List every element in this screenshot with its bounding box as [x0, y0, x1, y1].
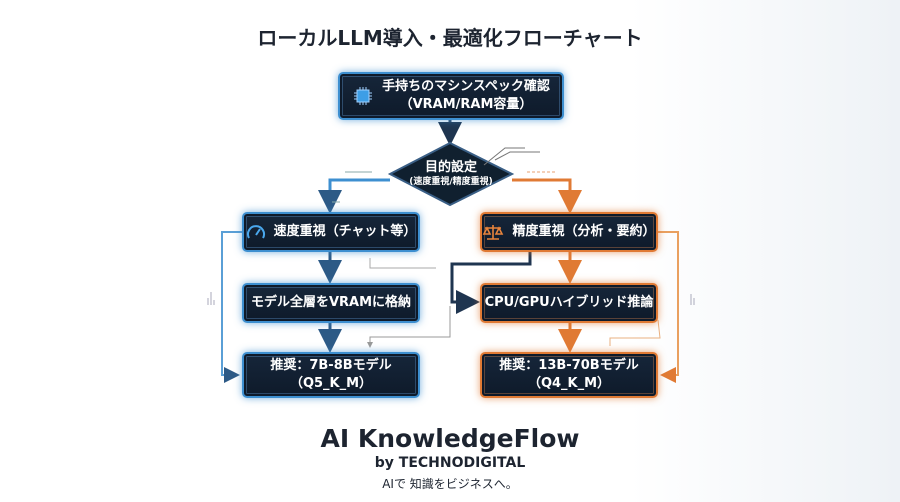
chip-icon [352, 85, 374, 107]
arrow-decision-left [318, 178, 390, 214]
decision-line1: 目的設定 [424, 160, 477, 175]
recommend-large-line1: 推奨：13B-70Bモデル [499, 358, 639, 374]
recommend-large-model-box: 推奨：13B-70Bモデル （Q4_K_M） [480, 352, 658, 398]
brand-byline: by TECHNODIGITAL [374, 455, 526, 471]
arrow-decision-right [512, 178, 582, 214]
decision-label: 目的設定 (速度重視/精度重視) [390, 160, 512, 189]
speedometer-icon [246, 223, 266, 241]
accuracy-priority-label: 精度重視（分析・要約） [512, 224, 656, 240]
start-line1: 手持ちのマシンスペック確認 [382, 79, 550, 95]
hybrid-inference-box: CPU/GPUハイブリッド推論 [480, 283, 658, 323]
page-title: ローカルLLM導入・最適化フローチャート [257, 26, 643, 50]
recommend-large-line2: （Q4_K_M） [527, 376, 611, 391]
arrow-cross-hybrid [450, 252, 532, 314]
vram-full-load-box: モデル全層をVRAMに格納 [242, 283, 420, 323]
brand-tagline: AIで 知識をビジネスへ。 [382, 477, 518, 491]
accuracy-priority-box: 精度重視（分析・要約） [480, 212, 658, 252]
balance-scale-icon [482, 223, 504, 241]
arrow-right-loop [658, 231, 679, 383]
start-box-spec-check: 手持ちのマシンスペック確認 （VRAM/RAM容量） [338, 72, 564, 120]
speed-priority-label: 速度重視（チャット等） [273, 224, 417, 240]
start-line2: （VRAM/RAM容量） [399, 97, 533, 112]
brand-name: AI KnowledgeFlow [320, 424, 580, 453]
recommend-small-line1: 推奨：7B-8Bモデル [270, 358, 392, 374]
recommend-small-line2: （Q5_K_M） [289, 376, 373, 391]
speed-priority-box: 速度重視（チャット等） [242, 212, 420, 252]
vram-full-load-label: モデル全層をVRAMに格納 [250, 295, 412, 311]
decision-diamond [387, 141, 515, 207]
arrow-left-loop [221, 231, 242, 383]
hybrid-inference-label: CPU/GPUハイブリッド推論 [484, 295, 654, 311]
recommend-small-model-box: 推奨：7B-8Bモデル （Q5_K_M） [242, 352, 420, 398]
decision-line2: (速度重視/精度重視) [409, 176, 493, 187]
